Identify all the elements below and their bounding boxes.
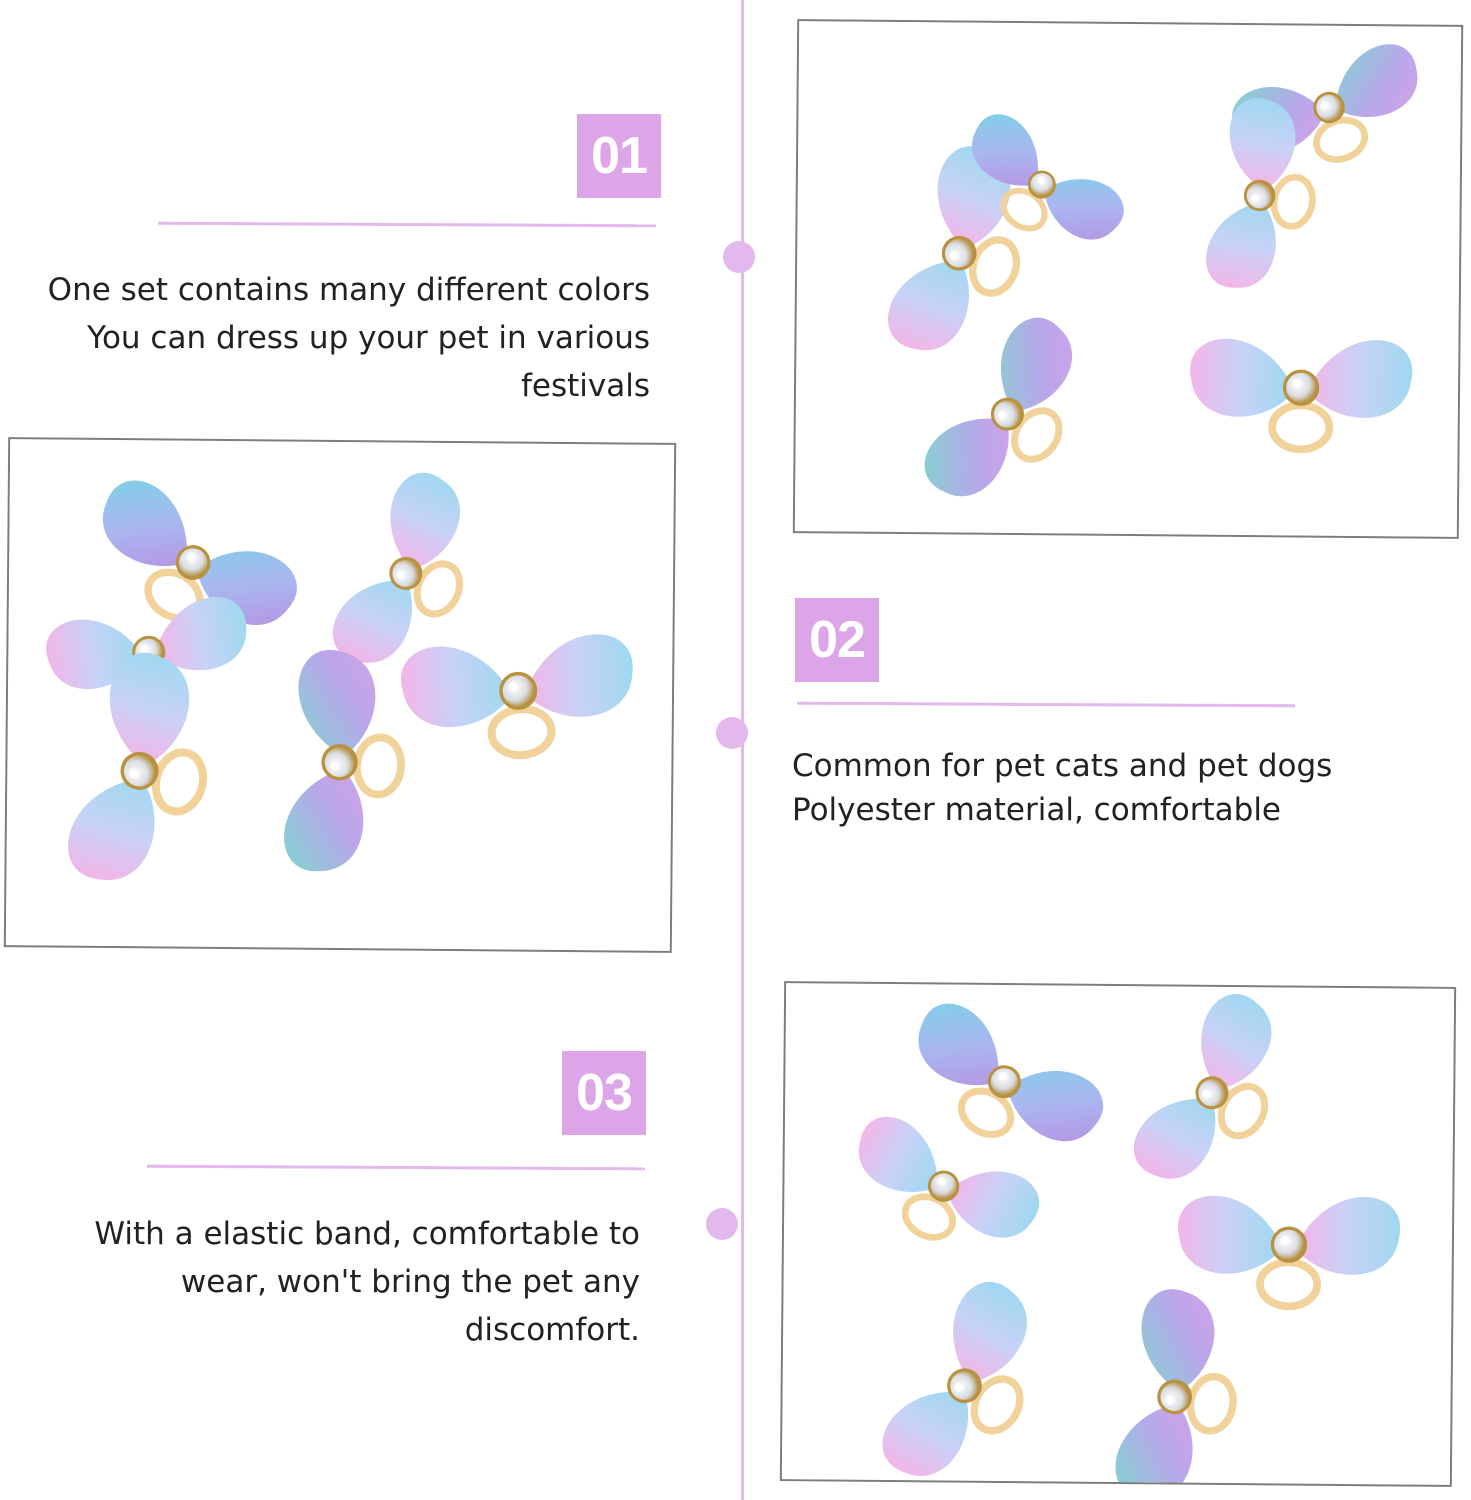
product-photo bbox=[779, 981, 1457, 1487]
feature-number-badge: 02 bbox=[795, 598, 879, 682]
product-photo bbox=[3, 437, 677, 953]
timeline-line bbox=[741, 0, 744, 1500]
hair-bows-image bbox=[5, 439, 675, 951]
feature-divider bbox=[796, 701, 1296, 708]
feature-description: One set contains many different colors Y… bbox=[40, 266, 650, 410]
feature-divider bbox=[157, 221, 657, 228]
feature-text-line: One set contains many different colors bbox=[47, 272, 650, 308]
feature-description: Common for pet cats and pet dogs Polyest… bbox=[792, 744, 1412, 832]
feature-description: With a elastic band, comfortable to wear… bbox=[40, 1210, 640, 1354]
hair-bows-image bbox=[781, 983, 1455, 1485]
hair-bows-image bbox=[794, 21, 1462, 537]
product-photo bbox=[792, 19, 1464, 539]
feature-text-line: With a elastic band, comfortable to bbox=[94, 1216, 640, 1252]
feature-text-line: discomfort. bbox=[464, 1312, 640, 1348]
feature-text-line: Polyester material, comfortable bbox=[792, 792, 1282, 828]
feature-number-badge: 03 bbox=[562, 1051, 646, 1135]
feature-text-line: festivals bbox=[520, 368, 650, 404]
timeline-dot-2 bbox=[716, 717, 748, 749]
timeline-dot-1 bbox=[723, 241, 755, 273]
feature-divider bbox=[146, 1164, 646, 1171]
feature-number-badge: 01 bbox=[577, 114, 661, 198]
feature-text-line: You can dress up your pet in various bbox=[87, 320, 650, 356]
feature-text-line: wear, won't bring the pet any bbox=[180, 1264, 640, 1300]
timeline-dot-3 bbox=[706, 1208, 738, 1240]
feature-text-line: Common for pet cats and pet dogs bbox=[792, 748, 1333, 784]
